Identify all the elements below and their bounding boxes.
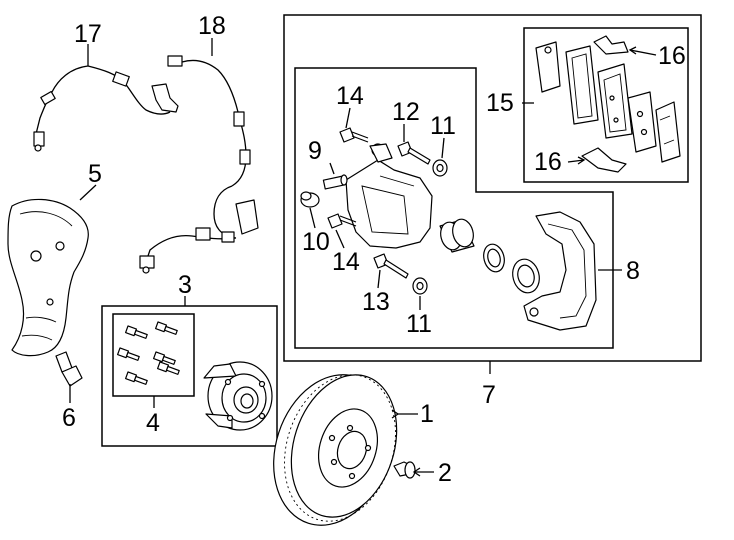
caliper-inner-box xyxy=(294,67,614,349)
callout-14-top: 14 xyxy=(336,82,364,110)
dust-shield-5 xyxy=(7,198,89,357)
callout-3: 3 xyxy=(178,271,192,299)
callout-5: 5 xyxy=(88,160,102,188)
hub-bearing-3 xyxy=(203,361,273,431)
sensor-harness-18 xyxy=(139,55,259,274)
pad-clip-16-bottom xyxy=(581,147,627,173)
callout-13: 13 xyxy=(362,288,390,316)
pad-clip-16-top xyxy=(593,35,629,55)
wheel-speed-sensor-17 xyxy=(33,65,179,152)
caliper-bolt-14-top xyxy=(339,127,369,143)
shield-bolt-6 xyxy=(55,351,83,387)
rotor-screw-2 xyxy=(393,461,416,479)
guide-bolt-12 xyxy=(397,141,431,165)
brake-rotor-1 xyxy=(273,374,398,526)
callout-2: 2 xyxy=(438,459,452,487)
callout-16-top: 16 xyxy=(658,42,686,70)
callout-4: 4 xyxy=(146,409,160,437)
hub-assembly-box xyxy=(101,305,278,447)
callout-9: 9 xyxy=(308,137,322,165)
callout-11-bottom: 11 xyxy=(406,310,432,338)
callout-11-top: 11 xyxy=(430,112,456,140)
callout-15: 15 xyxy=(486,89,514,117)
guide-bolt-13 xyxy=(373,253,409,279)
callout-1: 1 xyxy=(420,400,434,428)
caliper-bolt-14-bottom xyxy=(327,213,357,229)
pin-boot-10 xyxy=(300,191,320,208)
callout-18: 18 xyxy=(198,12,226,40)
callout-7: 7 xyxy=(482,381,496,409)
caliper-body xyxy=(345,143,433,249)
callout-6: 6 xyxy=(62,404,76,432)
callout-12: 12 xyxy=(392,98,420,126)
hub-bolt-set-4 xyxy=(117,321,180,385)
callout-14-bottom: 14 xyxy=(332,248,360,276)
bushing-11-top xyxy=(432,159,448,177)
pad-kit-box xyxy=(523,27,689,183)
piston-seal xyxy=(483,243,505,273)
bushing-11-bottom xyxy=(412,277,428,295)
callout-16-bottom: 16 xyxy=(534,148,562,176)
callout-17: 17 xyxy=(74,20,102,48)
caliper-piston xyxy=(439,218,475,253)
callout-8: 8 xyxy=(626,257,640,285)
brake-pads-15 xyxy=(535,41,681,163)
callout-10: 10 xyxy=(302,228,330,256)
caliper-bracket-8 xyxy=(523,211,597,331)
caliper-assembly-box xyxy=(283,14,702,362)
leader-lines xyxy=(69,38,657,477)
guide-pin-9 xyxy=(322,174,348,190)
piston-boot xyxy=(512,258,540,294)
